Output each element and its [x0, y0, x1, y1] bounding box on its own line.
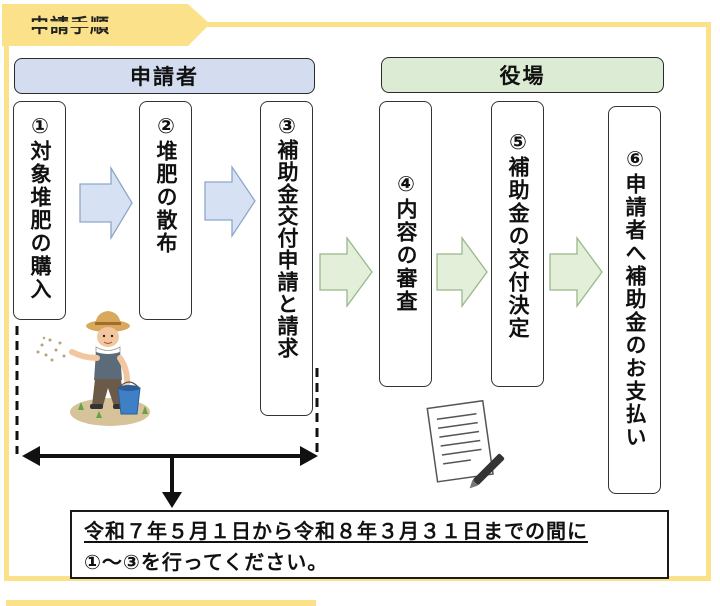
step-4-label: ④内容の審査 [394, 172, 418, 313]
step-3-label: ③補助金交付申請と請求 [275, 114, 299, 359]
step-6-label: ⑥申請者へ補助金のお支払い [623, 147, 647, 449]
step-5-label: ⑤補助金の交付決定 [506, 130, 530, 340]
farmer-spreading-compost-illustration [36, 311, 150, 426]
arrow-5-to-6-icon [549, 236, 603, 308]
arrow-2-to-3-icon [204, 164, 256, 239]
note-line-1: 令和７年５月１日から令和８年３月３１日までの間に [84, 519, 588, 543]
document-with-pen-illustration [426, 399, 505, 489]
next-section-strip [6, 600, 316, 606]
step-4-box: ④内容の審査 [379, 101, 432, 387]
step-2-box: ②堆肥の散布 [139, 101, 192, 320]
step-6-box: ⑥申請者へ補助金のお支払い [608, 106, 661, 494]
application-period-note: 令和７年５月１日から令和８年３月３１日までの間に ①〜③を行ってください。 [70, 510, 669, 579]
arrow-4-to-5-icon [436, 236, 488, 308]
arrow-3-to-4-icon [319, 236, 373, 308]
step-1-box: ①対象堆肥の購入 [13, 101, 66, 320]
range-double-arrow-icon [22, 446, 318, 508]
office-header: 役場 [381, 57, 664, 93]
step-2-label: ②堆肥の散布 [154, 114, 178, 255]
step-3-box: ③補助金交付申請と請求 [260, 101, 313, 416]
step-5-box: ⑤補助金の交付決定 [491, 101, 544, 387]
applicant-header: 申請者 [14, 58, 315, 94]
note-line-2: ①〜③を行ってください。 [84, 550, 329, 574]
arrow-1-to-2-icon [79, 165, 133, 241]
step-1-label: ①対象堆肥の購入 [28, 114, 52, 301]
